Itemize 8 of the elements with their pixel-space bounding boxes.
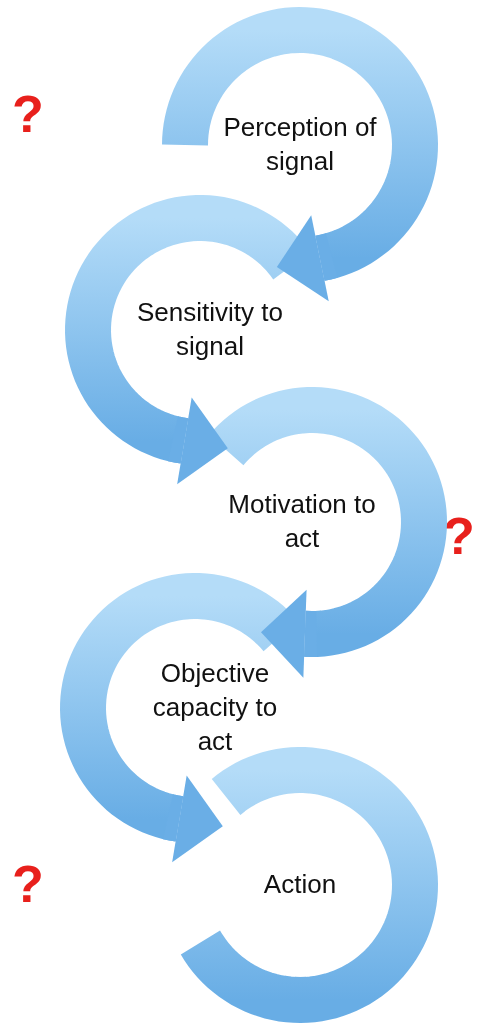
question-mark: ? xyxy=(443,510,475,562)
step-text: Motivation to act xyxy=(227,488,377,555)
step-text: Sensitivity to signal xyxy=(136,296,284,363)
step-text: Action xyxy=(262,868,338,902)
question-mark: ? xyxy=(12,88,44,140)
step-text: Objective capacity to act xyxy=(151,657,279,758)
step-text: Perception of signal xyxy=(222,111,378,178)
question-mark: ? xyxy=(12,858,44,910)
